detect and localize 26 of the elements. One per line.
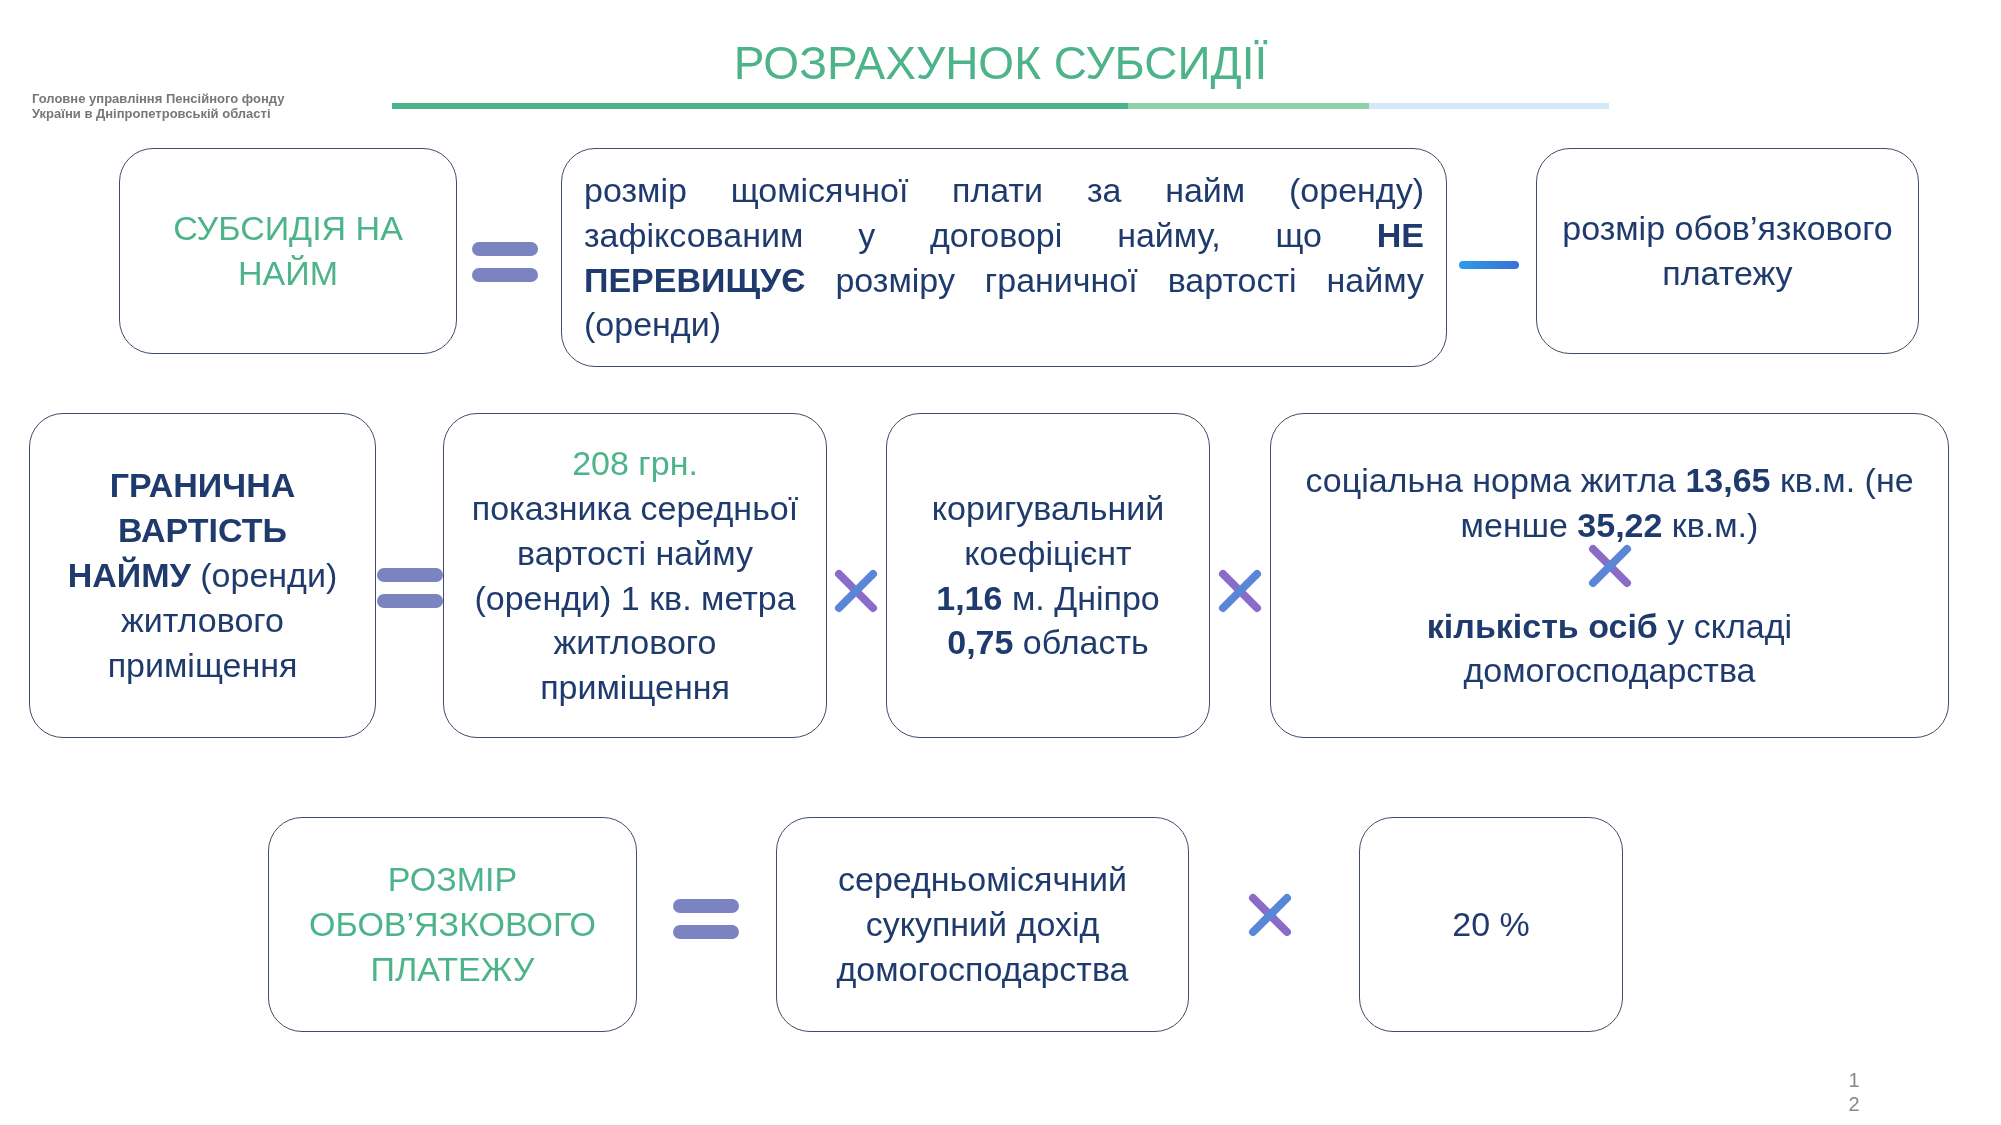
slide-title: РОЗРАХУНОК СУБСИДІЇ (732, 36, 1269, 90)
formula-box (29, 413, 376, 738)
formula-term-text: СУБСИДІЯ НА НАЙМ (172, 208, 404, 294)
formula-box (1536, 148, 1919, 354)
formula-box (268, 817, 637, 1032)
organization-name: Головне управління Пенсійного фонду України в Дніпропетровській області (32, 92, 286, 122)
formula-term-text: кількість осіб у складі домогосподарства (1425, 605, 1794, 692)
formula-box (1270, 413, 1949, 738)
formula-box (1359, 817, 1623, 1032)
formula-term-text: розмір обов’язкового платежу (1561, 208, 1894, 294)
formula-term-text: розмір щомісячної плати за найм (оренду) зафіксованим у договорі найму, що НЕ ПЕРЕВИЩУЄ розміру граничної вартості найму (оренди) (584, 169, 1424, 346)
formula-term-text: середньомісячний сукупний дохід домогосподарства (835, 859, 1130, 990)
formula-term-text: соціальна норма житла 13,65 кв.м. (не менше 35,22 кв.м.) (1304, 459, 1915, 546)
formula-term-text: 20 % (1452, 904, 1530, 946)
formula-box (119, 148, 457, 354)
formula-term-text: 1,16 м. Дніпро (936, 577, 1160, 619)
formula-box (561, 148, 1447, 367)
formula-term-text: показника середньої вартості найму (оренди) 1 кв. метра житлового приміщення (470, 487, 800, 709)
formula-term-text: РОЗМІР ОБОВ’ЯЗКОВОГО ПЛАТЕЖУ (308, 859, 597, 990)
formula-box (443, 413, 827, 738)
formula-term-text: 208 грн. (572, 442, 698, 484)
formula-box (886, 413, 1210, 738)
formula-term-text: ГРАНИЧНА ВАРТІСТЬ НАЙМУ (оренди) житлового приміщення (66, 465, 339, 686)
formula-term-text: 0,75 область (947, 622, 1149, 664)
formula-box (776, 817, 1189, 1032)
page-number: 12 (1847, 1068, 1861, 1116)
